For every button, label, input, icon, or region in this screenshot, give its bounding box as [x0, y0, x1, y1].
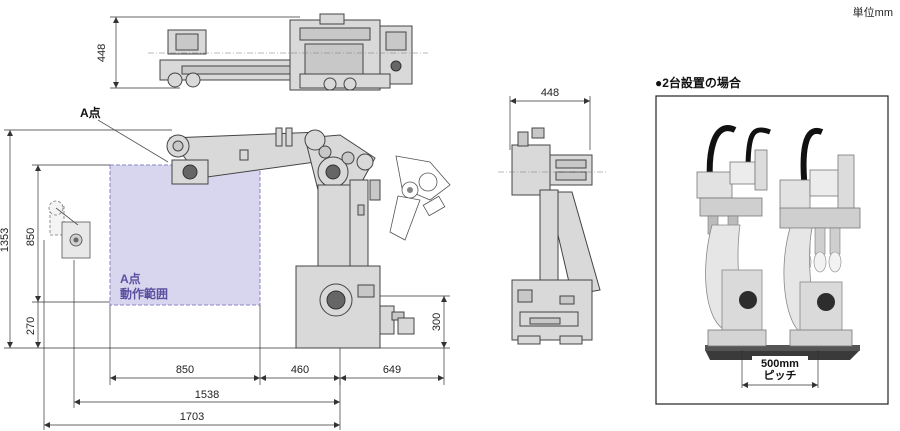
work-area-label-2: 動作範囲 [120, 286, 168, 301]
top-width-dim: 448 [96, 44, 108, 62]
unit-label: 単位mm [853, 5, 893, 19]
point-a-label: A点 [80, 105, 101, 120]
work-area [109, 164, 261, 306]
dim-1703-h: 1703 [180, 411, 204, 423]
robot-left [696, 125, 771, 347]
dim-649-h: 649 [383, 364, 401, 376]
pitch-label: ピッチ [764, 369, 797, 382]
dim-1538-h: 1538 [195, 389, 219, 401]
robot-right [779, 127, 861, 347]
total-height-dim: 1353 [0, 228, 11, 252]
top-view: 448 [96, 13, 428, 91]
base-300-dim: 300 [431, 313, 443, 331]
side-view: A点 動作範囲 A点 [0, 105, 451, 430]
two-units-title: ●2台設置の場合 [655, 75, 742, 90]
front-width-dim: 448 [541, 87, 559, 99]
range-height-dim: 850 [25, 228, 37, 246]
base-height-dim: 270 [25, 317, 37, 335]
front-view: 448 [498, 87, 606, 345]
dim-460-h: 460 [291, 364, 309, 376]
two-units-panel: ●2台設置の場合 [655, 75, 889, 405]
dim-850-h: 850 [176, 364, 194, 376]
pitch-value: 500mm [761, 358, 799, 370]
work-area-label-1: A点 [120, 271, 141, 286]
